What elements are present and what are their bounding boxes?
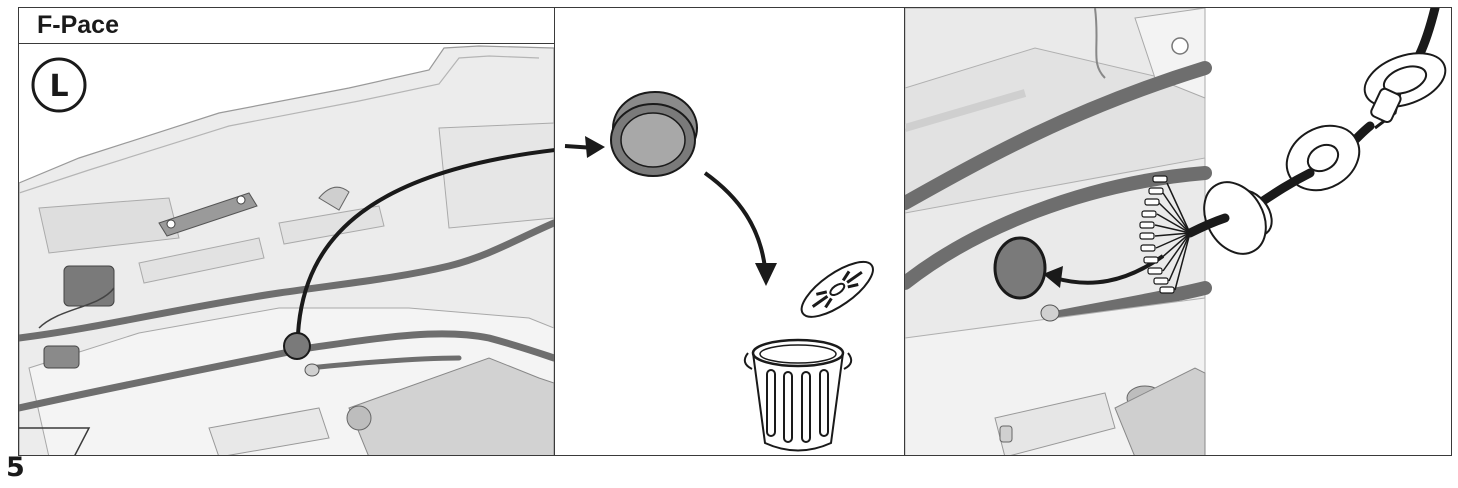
dispose-plug-illustration [555,8,905,455]
harness-insertion-illustration [905,8,1451,455]
step-number: 5 [6,452,25,483]
side-badge-label: L [49,69,68,104]
arrow-icon [755,263,777,286]
side-l-badge-icon: L [27,53,97,123]
instruction-frame: L F-Pace [18,7,1452,456]
grommet-plug-icon [611,92,697,176]
trunk-interior-illustration [19,8,554,455]
model-title: F-Pace [19,8,554,44]
panel-trunk-interior: L F-Pace [19,8,554,455]
panel-dispose-plug [554,8,905,455]
panel-harness-insertion [904,8,1451,455]
arrow-icon [585,136,605,158]
